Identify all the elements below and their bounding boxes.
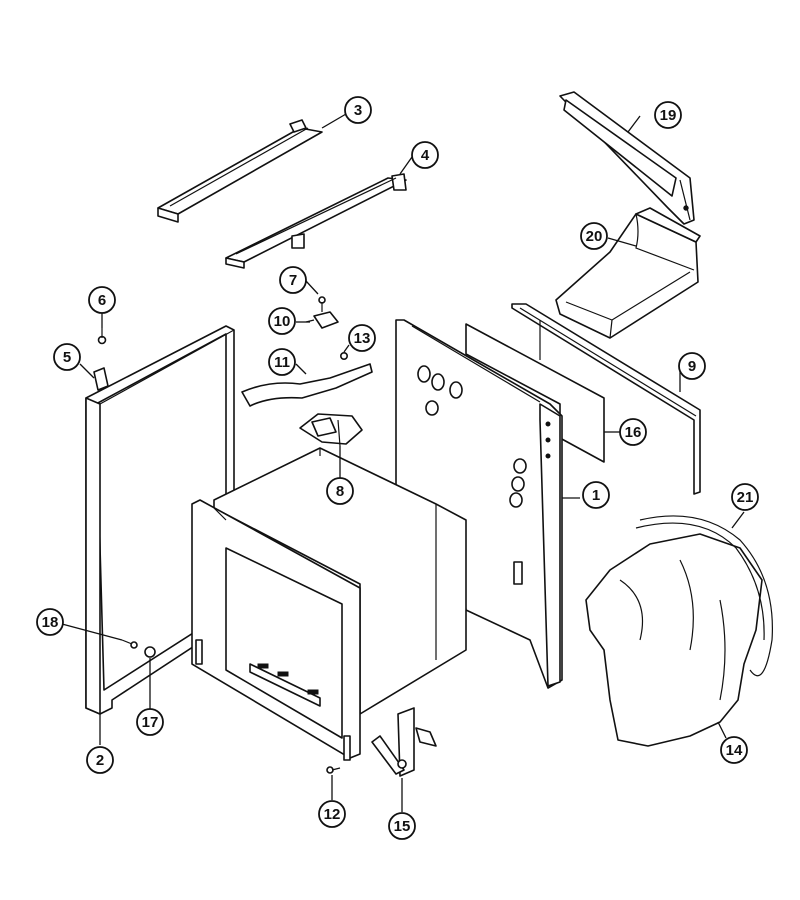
callout-6: 6: [88, 286, 116, 314]
callout-13: 13: [348, 324, 376, 352]
part-10-latch: [305, 311, 339, 329]
callout-label: 16: [625, 424, 642, 441]
part-5-bracket: [93, 367, 109, 391]
part-13-screw: [339, 351, 348, 360]
leader-lines: [61, 113, 745, 812]
callout-label: 2: [96, 752, 104, 769]
part-6-screw: [97, 328, 107, 345]
callout-15: 15: [388, 812, 416, 840]
callout-label: 1: [592, 487, 600, 504]
part-18-screw: [121, 639, 138, 649]
part-11-lever: [241, 363, 373, 407]
callout-21: 21: [731, 483, 759, 511]
callout-label: 6: [98, 292, 106, 309]
callout-label: 9: [688, 358, 696, 375]
part-12-screw: [326, 766, 341, 774]
callout-label: 19: [660, 107, 677, 124]
callout-11: 11: [268, 348, 296, 376]
callout-label: 13: [354, 330, 371, 347]
callout-label: 18: [42, 614, 59, 631]
part-21-gasket-ring: [635, 515, 773, 677]
callout-label: 14: [726, 742, 743, 759]
part-14-insulation-blanket: [585, 533, 763, 747]
callout-14: 14: [720, 736, 748, 764]
callout-10: 10: [268, 307, 296, 335]
callout-7: 7: [279, 266, 307, 294]
callout-label: 4: [421, 147, 430, 164]
callout-label: 11: [274, 354, 290, 371]
callout-16: 16: [619, 418, 647, 446]
callout-label: 8: [336, 483, 344, 500]
callout-4: 4: [411, 141, 439, 169]
callout-18: 18: [36, 608, 64, 636]
callout-label: 21: [737, 489, 754, 506]
callout-20: 20: [580, 222, 608, 250]
part-17-nut: [144, 646, 156, 658]
insulation-folds: [619, 559, 726, 701]
callout-label: 15: [394, 818, 411, 835]
part-7-screw: [318, 296, 326, 312]
part-20-vent-scoop: [555, 207, 701, 339]
callout-label: 12: [324, 806, 341, 823]
part-9-rear-panel: [511, 303, 701, 495]
callout-19: 19: [654, 101, 682, 129]
callout-label: 3: [354, 102, 362, 119]
callout-9: 9: [678, 352, 706, 380]
part-15-hinge: [371, 707, 437, 777]
oven-box: [191, 447, 467, 761]
callout-1: 1: [582, 481, 610, 509]
callout-2: 2: [86, 746, 114, 774]
callout-8: 8: [326, 477, 354, 505]
part-8-latch-assembly: [299, 413, 363, 447]
callout-label: 7: [289, 272, 297, 289]
callout-label: 10: [274, 313, 291, 330]
part-4-trim-strip: [225, 173, 407, 269]
callout-5: 5: [53, 343, 81, 371]
part-19-vent-duct: [559, 91, 695, 225]
part-1-side-panel: [395, 319, 563, 689]
callout-label: 5: [63, 349, 71, 366]
part-3-trim-strip: [157, 119, 323, 223]
callout-3: 3: [344, 96, 372, 124]
callout-label: 20: [586, 228, 603, 245]
callout-label: 17: [142, 714, 159, 731]
callout-12: 12: [318, 800, 346, 828]
callout-17: 17: [136, 708, 164, 736]
